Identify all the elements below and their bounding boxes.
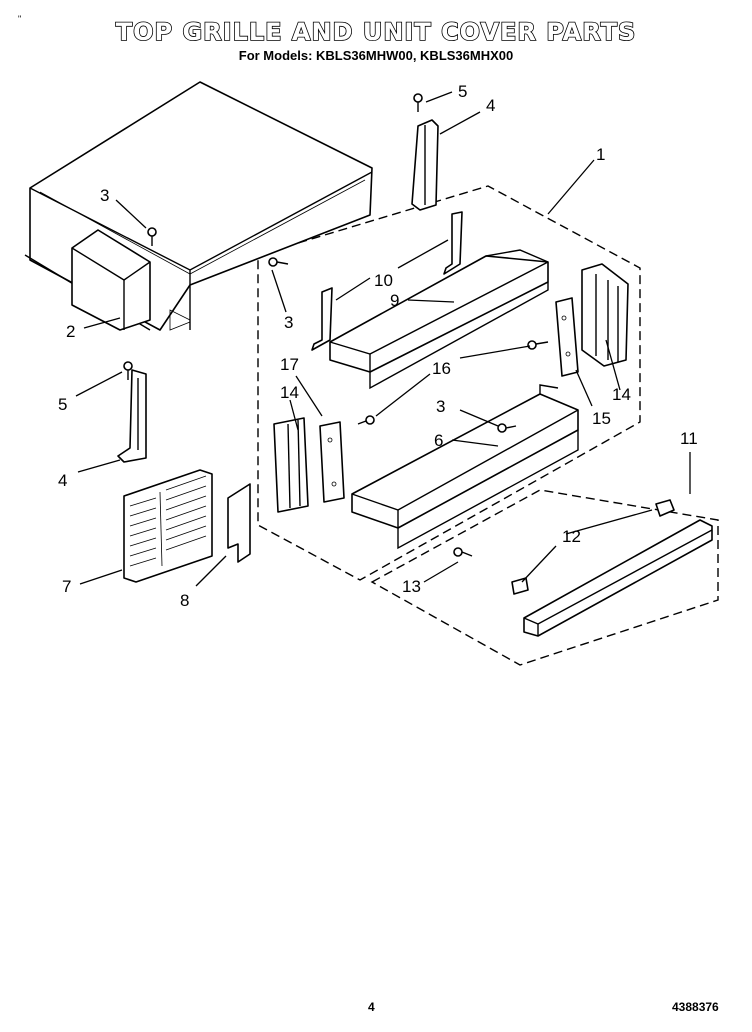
screw-icon	[527, 340, 549, 350]
page-number: 4	[368, 1000, 375, 1014]
callout-16: 16	[432, 359, 451, 378]
leader-2	[83, 317, 121, 329]
callout-5-left: 5	[58, 395, 67, 414]
filter-panel	[227, 483, 251, 563]
side-panel-right	[581, 263, 629, 367]
callout-4-top: 4	[486, 96, 495, 115]
leader-10-a	[335, 277, 371, 301]
cover-box	[71, 229, 151, 331]
callout-8: 8	[180, 591, 189, 610]
bracket-left	[117, 369, 147, 463]
clip-icon	[655, 499, 675, 517]
leader-14-left	[289, 399, 299, 431]
callout-3-cover: 3	[100, 186, 109, 205]
leader-10-b	[397, 239, 449, 269]
leader-6	[451, 439, 499, 447]
assembly-outline-trim	[370, 489, 719, 666]
leader-16-b	[375, 373, 431, 417]
grille-panel	[123, 469, 213, 583]
leader-17	[295, 375, 323, 417]
leader-3-cover	[115, 199, 147, 229]
callout-14-left: 14	[280, 383, 299, 402]
bracket-10-right	[443, 211, 463, 275]
callout-12: 12	[562, 527, 581, 546]
corner-mark: "	[18, 14, 22, 24]
trim-strip	[523, 519, 713, 637]
leader-5-left	[75, 371, 123, 397]
callout-6: 6	[434, 431, 443, 450]
leader-1	[547, 159, 595, 215]
leader-14-right	[605, 339, 621, 391]
callout-14-right: 14	[612, 385, 631, 404]
document-number: 4388376	[672, 1000, 719, 1014]
leader-12-a	[565, 509, 653, 535]
screw-icon	[147, 227, 157, 246]
page-title: TOP GRILLE AND UNIT COVER PARTS	[115, 17, 637, 47]
screw-icon	[268, 257, 289, 267]
assembly-outline-main	[257, 185, 641, 581]
callout-11: 11	[680, 429, 698, 448]
leader-12-b	[521, 545, 557, 583]
bottom-grille-frame	[351, 384, 579, 550]
model-subtitle: For Models: KBLS36MHW00, KBLS36MHX00	[238, 48, 514, 63]
leader-15	[575, 369, 593, 407]
screw-icon	[357, 415, 375, 425]
callout-10: 10	[374, 271, 393, 290]
side-panel-left	[273, 417, 309, 513]
callout-13: 13	[402, 577, 421, 596]
leader-3-right	[459, 409, 499, 427]
clip-icon	[511, 577, 529, 595]
leader-5-top	[425, 91, 453, 103]
leader-4-top	[439, 111, 481, 135]
leader-4-left	[77, 459, 121, 473]
screw-icon	[497, 423, 517, 433]
callout-5-top: 5	[458, 82, 467, 101]
side-bracket-17	[319, 421, 345, 503]
screw-icon	[413, 93, 423, 112]
callout-9: 9	[390, 291, 399, 310]
callout-3-left: 3	[284, 313, 293, 332]
screw-icon	[123, 361, 133, 380]
top-grille-frame	[329, 249, 549, 390]
side-bracket-15	[555, 297, 579, 377]
callout-4-left: 4	[58, 471, 67, 490]
leader-3-left	[271, 269, 287, 313]
leader-8	[195, 555, 227, 587]
callout-2: 2	[66, 322, 75, 341]
callout-15: 15	[592, 409, 611, 428]
leader-16-a	[459, 345, 531, 359]
bracket-top	[411, 119, 439, 211]
leader-9	[407, 299, 455, 303]
callout-1: 1	[596, 145, 605, 164]
leader-7	[79, 569, 123, 585]
callout-7: 7	[62, 577, 71, 596]
bracket-10-left	[311, 287, 333, 351]
callout-3-right: 3	[436, 397, 445, 416]
callout-17: 17	[280, 355, 299, 374]
leader-13	[423, 561, 459, 583]
screw-icon	[453, 547, 473, 557]
